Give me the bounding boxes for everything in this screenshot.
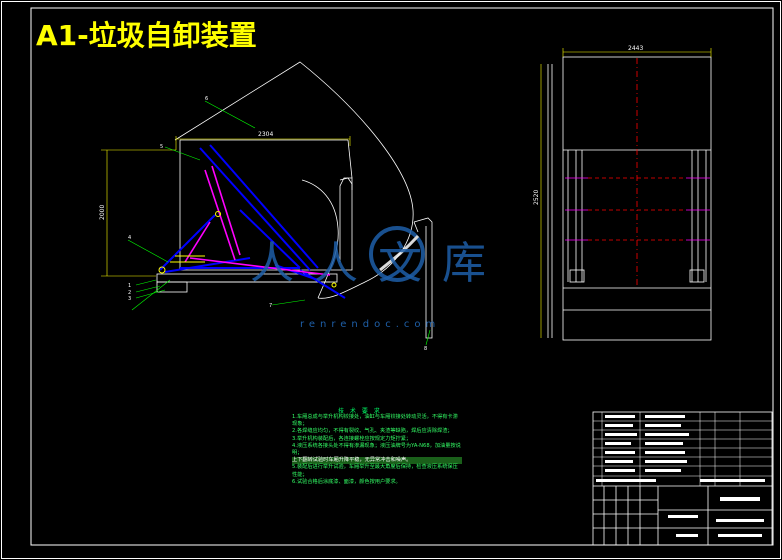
lift-mechanism (159, 144, 346, 299)
part-number-7: 7 (269, 303, 272, 309)
tech-requirement-item: 3.举升机构装配后，各连接螺栓应按规定力矩拧紧； (292, 435, 412, 442)
tech-requirement-item: 4.液压系统各接头处不得有渗漏现象；液压油牌号为YA-N68，加油量按说明； (292, 442, 461, 457)
part-number-2: 2 (128, 290, 131, 296)
tech-requirement-item: 6.试验合格后涂底漆、面漆，颜色按用户要求。 (292, 478, 401, 485)
side-view (156, 61, 433, 339)
part-number-8: 8 (424, 346, 427, 352)
watermark-logo (369, 226, 425, 282)
dim-left-height: 2000 (99, 205, 106, 220)
part-number-4: 4 (128, 235, 131, 241)
title-block-fills (596, 415, 765, 537)
inner-border (30, 7, 774, 546)
dim-left-width: 2304 (258, 131, 273, 138)
watermark-url: renrendoc.com (300, 319, 440, 330)
side-view-dimensions (101, 136, 351, 277)
tech-requirement-item: 上下翻转试验时车厢升降平稳，无异常冲击和噪声。 (292, 457, 462, 465)
drawing-title: A1-垃圾自卸装置 (36, 19, 257, 52)
part-number-6: 6 (205, 96, 208, 102)
part-leaders (127, 100, 431, 346)
part-number-1: 1 (128, 283, 131, 289)
part-number-5: 5 (160, 144, 163, 150)
pivot-parts (158, 211, 337, 288)
front-view-cylinders (565, 177, 710, 241)
dim-right-width: 2443 (628, 45, 643, 52)
tech-requirements-list: 1.车厢总成与举升机构铰接处，油缸与车厢铰接处转动灵活，不得有卡滞现象；2.各焊… (292, 414, 462, 486)
parts-list-rows (593, 412, 772, 486)
tech-requirements-title: 技 术 要 求 (338, 408, 382, 415)
dim-right-height: 2520 (533, 190, 540, 205)
tech-requirement-item: 5.装配后进行举升试验，车厢举升至最大角度后保持，检查液压系统保压性能； (292, 464, 458, 478)
part-number-3: 3 (128, 296, 131, 302)
front-view (547, 56, 712, 341)
watermark-text: 人人文库 (250, 238, 506, 289)
front-view-dimensions (540, 48, 712, 338)
tech-requirement-item: 2.各焊缝应均匀，不得有裂纹、气孔、夹渣等缺陷，焊后应清除焊渣； (292, 428, 453, 435)
tech-requirement-item: 1.车厢总成与举升机构铰接处，油缸与车厢铰接处转动灵活，不得有卡滞现象； (292, 414, 458, 428)
title-block (592, 411, 773, 546)
